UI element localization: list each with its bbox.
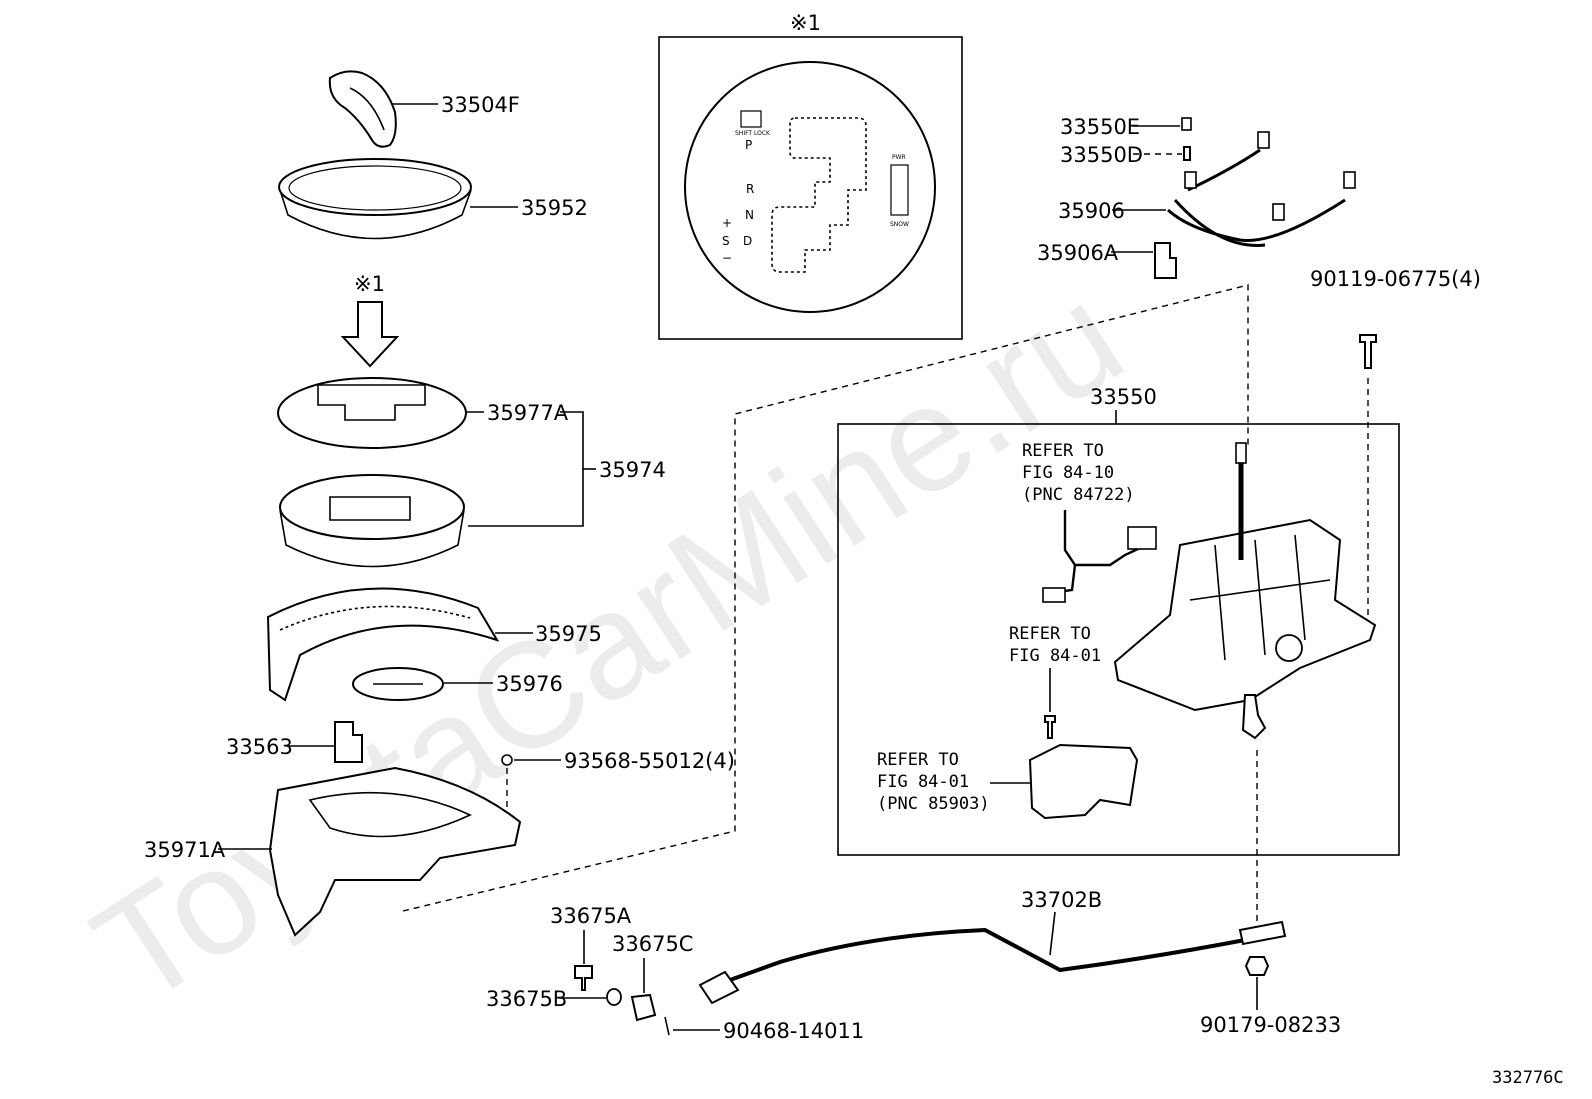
label-90179: 90179-08233 [1200, 1013, 1341, 1037]
clip-33675C [630, 993, 657, 1022]
ref3-line3: (PNC 85903) [877, 794, 990, 814]
slide-shutter [266, 587, 500, 702]
label-35977A: 35977A [487, 401, 569, 425]
shift-knob [328, 70, 397, 148]
indicator-housing-detail [329, 496, 411, 521]
wire-harness-35906 [1166, 148, 1346, 247]
label-35976: 35976 [496, 672, 563, 696]
label-35975: 35975 [535, 622, 602, 646]
label-33675A: 33675A [550, 904, 632, 928]
gate-minus: − [722, 251, 732, 265]
ref1-line2: FIG 84-10 [1022, 463, 1114, 483]
leader-33702B [1049, 911, 1056, 956]
bushing-33675B [606, 988, 622, 1006]
harness-plug [1042, 587, 1066, 603]
slide-shutter-teeth [279, 605, 471, 631]
gate-r: R [746, 182, 754, 196]
label-35906: 35906 [1058, 199, 1125, 223]
indicator-plate-slot [317, 384, 426, 421]
indicator-housing-body [279, 509, 465, 568]
indicator-housing [279, 474, 465, 540]
bracket-35974 [468, 411, 584, 527]
ref2-line2: FIG 84-01 [1009, 646, 1101, 666]
down-arrow [340, 301, 400, 368]
screw-93568 [501, 754, 513, 766]
label-35974: 35974 [599, 458, 666, 482]
label-33675B: 33675B [486, 987, 567, 1011]
shift-lever-assembly-box [837, 423, 1400, 856]
gate-plate-disc [684, 61, 936, 313]
gate-n: N [745, 208, 754, 222]
mode-switch [890, 164, 909, 216]
shift-lock-harness [1057, 510, 1141, 594]
indicator-plate [277, 377, 467, 449]
harness-conn-1 [1257, 131, 1270, 149]
mode-snow: SNOW [890, 221, 909, 228]
cable-bracket [1241, 694, 1267, 740]
label-33550D: 33550D [1060, 143, 1143, 167]
ref2-line1: REFER TO [1009, 624, 1091, 644]
harness-conn-4 [1272, 203, 1285, 221]
gate-d: D [743, 234, 752, 248]
nut-90179 [1244, 956, 1270, 976]
shift-lock-text: SHIFT LOCK [735, 130, 771, 137]
cable-end-plate [1238, 920, 1287, 946]
label-33504F: 33504F [441, 93, 520, 117]
shift-knob-trim [349, 87, 385, 131]
gate-s: S [722, 234, 730, 248]
shift-lever-housing [1113, 518, 1377, 712]
label-33702B: 33702B [1021, 888, 1102, 912]
bolt-90119 [1359, 334, 1377, 369]
bezel-ring [278, 158, 472, 216]
detail-marker: ※1 [790, 11, 821, 35]
label-33550: 33550 [1090, 385, 1157, 409]
label-90468: 90468-14011 [723, 1019, 864, 1043]
shift-lock-connector [1127, 526, 1157, 550]
diagram-id: 332776C [1492, 1068, 1564, 1088]
label-35952: 35952 [521, 196, 588, 220]
label-93568: 93568-55012(4) [564, 749, 735, 773]
label-33550E: 33550E [1060, 115, 1140, 139]
label-90119: 90119-06775(4) [1310, 267, 1481, 291]
cap-33550E [1181, 117, 1192, 131]
label-33675C: 33675C [612, 932, 693, 956]
label-33563: 33563 [226, 735, 293, 759]
pin-90468 [664, 1016, 670, 1036]
screw-ref2 [1044, 715, 1056, 739]
shift-lock-solenoid [1028, 743, 1139, 820]
gate-slot [771, 117, 867, 273]
bolt-33675A [574, 965, 593, 991]
shift-base-opening [308, 791, 472, 838]
harness-conn-2 [1184, 171, 1197, 189]
label-35906A: 35906A [1037, 241, 1119, 265]
housing-socket [1275, 634, 1303, 662]
ref1-line1: REFER TO [1022, 441, 1104, 461]
gate-detail-box [658, 36, 963, 340]
shift-lock-button [740, 110, 762, 128]
gate-p: P [745, 138, 752, 152]
bezel-ring-skirt [279, 189, 472, 240]
bezel-ring-inner [288, 165, 462, 211]
ref3-line1: REFER TO [877, 750, 959, 770]
control-cable [729, 927, 1246, 982]
connector-35906A [1154, 242, 1177, 279]
mode-pwr: PWR [892, 154, 906, 161]
ref3-line2: FIG 84-01 [877, 772, 969, 792]
bulb-33550D [1183, 146, 1191, 161]
harness-conn-3 [1343, 171, 1356, 189]
label-35971A: 35971A [144, 838, 226, 862]
cable-eye [698, 970, 740, 1005]
lever-tip [1235, 442, 1247, 464]
gate-plus: + [722, 216, 732, 230]
arrow-marker: ※1 [354, 272, 385, 296]
ref1-line3: (PNC 84722) [1022, 485, 1135, 505]
shift-lever-housing-detail [1189, 534, 1331, 661]
position-switch [334, 721, 363, 763]
